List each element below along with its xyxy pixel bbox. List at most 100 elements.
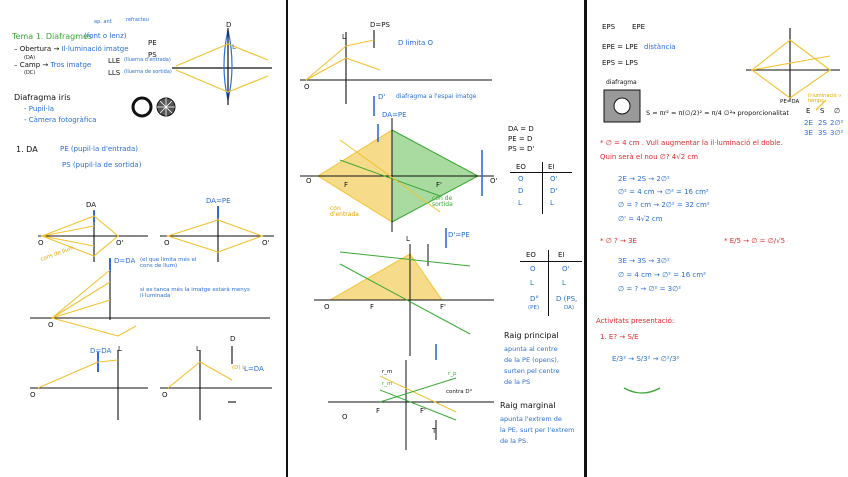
lbl-o-2: O: [164, 239, 170, 247]
bottom-left-diagram-2: [160, 346, 272, 420]
row-camp: – Camp → Tros imatge: [14, 61, 92, 69]
lbl-lle: LLE: [108, 57, 121, 65]
tall-note: si es tanca més la imatge estarà menys i…: [140, 287, 250, 299]
diafragma-box: [603, 89, 641, 123]
lbl-o-1: O: [38, 239, 44, 247]
es-h-e: E: [806, 107, 811, 115]
iris-icons: [131, 96, 176, 118]
d-da-diagram: [30, 258, 270, 337]
t2-r4c1: (PE): [528, 305, 540, 311]
activitats: Activitats presentació:: [596, 317, 675, 325]
diafragma-label: diafragma: [606, 79, 637, 86]
raig-m-3: de la PS.: [500, 437, 529, 445]
raig-marginal: Raig marginal: [500, 401, 556, 410]
prop: → proporcionalitat: [730, 109, 789, 117]
raig-p-4: de la PS: [504, 378, 531, 386]
pe-da: PE=DA: [780, 99, 800, 105]
lbl-d-da-2: D=DA: [90, 347, 112, 355]
lle-note: (lluerna d'entrada): [124, 57, 171, 63]
lbl-op-2: O': [262, 239, 270, 247]
lbl-o-3: O: [48, 321, 54, 329]
a1-2: ∅² = 4 cm → ∅² = 16 cm²: [618, 188, 709, 196]
mid-dape: DA=PE: [382, 111, 407, 119]
t2-rule-v: [548, 250, 549, 316]
a2-2: ∅ = 4 cm → ∅² = 16 cm²: [618, 271, 706, 279]
h-eps: EPS: [602, 23, 616, 31]
mid-f-3: F: [370, 303, 375, 311]
t1-head-eo: EO: [516, 163, 526, 171]
mid-diagram-4: [328, 344, 494, 450]
lbl-da-1: DA: [86, 201, 97, 209]
lbl-l-3: L: [196, 345, 200, 353]
lbl-dla: (D) L: [232, 365, 246, 371]
mid-diafragma-note: diafragma a l'espai imatge: [396, 93, 477, 100]
lens-diagram-top: [172, 28, 272, 105]
eq2: EPS = LPS: [602, 59, 638, 67]
left-title: Tema 1. Diafragmes: [12, 32, 93, 41]
t1-r1c2: O': [550, 175, 558, 183]
lbl-d-top: D: [226, 21, 232, 29]
t2-r2c2: L: [562, 279, 566, 287]
da-diagram-1: [38, 210, 148, 262]
mid-f-4: F: [376, 407, 381, 415]
lbl-dape: DA=PE: [206, 197, 231, 205]
lbl-lls: LLS: [108, 69, 121, 77]
mid-l: L: [342, 33, 346, 41]
a1-1: 2E → 2S → 2∅²: [618, 175, 670, 183]
right-lens-diagram: [746, 28, 840, 100]
raig-m-2: la PE, surt per l'extrem: [500, 426, 575, 434]
d-note: (el que limita més el cons de llum): [140, 257, 197, 269]
lbl-op-1: O': [116, 239, 124, 247]
ps-note: PS (pupil·la de sortida): [62, 161, 142, 169]
raig-principal: Raig principal: [504, 331, 559, 340]
mid-diagram-3: [314, 228, 494, 356]
es-h-s: S: [820, 107, 825, 115]
lbl-l-2: L: [118, 345, 122, 353]
mid-f-1: F: [344, 181, 349, 189]
lbl-o-4: O: [30, 391, 36, 399]
con-entrada: con d'entrada: [330, 205, 359, 218]
raig-p-3: surten pel centre: [504, 367, 560, 375]
bottom-left-diagram-1: [30, 350, 148, 420]
lbl-l-top: L: [232, 43, 236, 51]
t2-r1c1: O: [530, 265, 536, 273]
illum-note: il·luminació ∝ temps: [808, 93, 842, 104]
mid-o-3: O: [324, 303, 330, 311]
es-r2-o: 3∅²: [830, 129, 844, 137]
raig-p-1: apunta al centre: [504, 345, 558, 353]
divider-right: [584, 0, 587, 477]
q4: 1. E? → S/E: [600, 333, 639, 341]
mid-t: T: [432, 427, 437, 435]
tiny-ref: refracteu: [126, 17, 149, 23]
t2-r2c1: L: [530, 279, 534, 287]
q1: * ∅ = 4 cm . Vull augmentar la il·lumina…: [600, 139, 783, 147]
da-line: 1. DA: [16, 145, 38, 154]
mid-o-2: O: [306, 177, 312, 185]
t2-head-eo: EO: [526, 251, 536, 259]
lbl-rm-2: r_m: [382, 381, 393, 387]
raig-p-2: de la PE (opens),: [504, 356, 559, 364]
mid-top-diagram: [300, 30, 492, 116]
t1-eq-2: PE = D: [508, 135, 533, 143]
mid-cones-diagram: [300, 118, 494, 232]
lls-note: (lluerna de sortida): [124, 69, 172, 75]
con-sortida: con de sortida: [432, 195, 453, 208]
mid-o-4: O: [342, 413, 348, 421]
es-r1-e: 2E: [804, 119, 813, 127]
iris-item-1: - Pupil·la: [24, 105, 55, 113]
iris-title: Diafragma iris: [14, 93, 71, 102]
lbl-pe-top: PE: [148, 39, 157, 47]
eq1: EPE = LPE: [602, 43, 638, 51]
es-r1-s: 2S: [818, 119, 827, 127]
q4-eq: E/3² → S/3² → ∅²/3²: [612, 355, 680, 363]
left-title-note: (font o lenz): [84, 32, 127, 40]
a1-3: ∅ = ? cm → 2∅² = 32 cm²: [618, 201, 710, 209]
pe-note: PE (pupil·la d'entrada): [60, 145, 138, 153]
iris-item-2: - Càmera fotogràfica: [24, 116, 97, 124]
da-pe-diagram: [160, 206, 274, 262]
divider-left: [286, 0, 288, 477]
mid-d-ps: D=PS: [370, 21, 390, 29]
arrow-yellow: [815, 99, 827, 111]
